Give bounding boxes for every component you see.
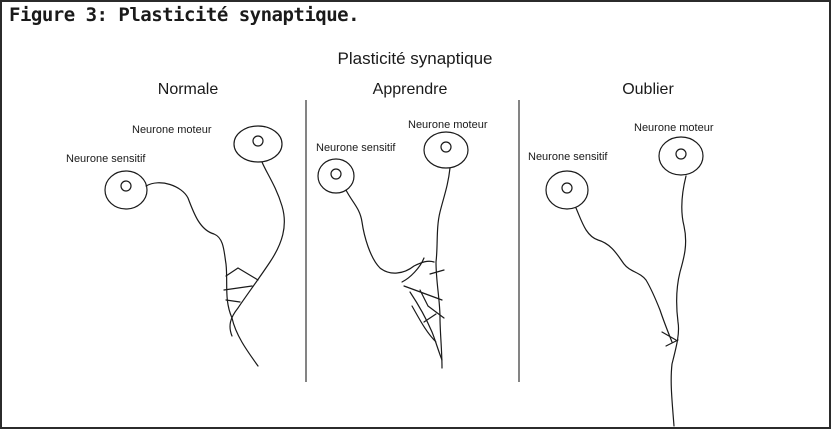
panel-apprendre: Apprendre Neurone moteur Neurone sensiti…: [316, 81, 488, 368]
sensory-neuron-normale: [105, 171, 147, 209]
diagram-title: Plasticité synaptique: [338, 49, 493, 68]
motor-neuron-oublier: [659, 137, 703, 175]
synapse-branches-oublier: [662, 332, 678, 346]
motor-neuron-apprendre: [424, 132, 468, 168]
motor-axon-apprendre: [436, 168, 450, 368]
motor-neuron-label-normale: Neurone moteur: [132, 124, 212, 136]
panel-heading-normale: Normale: [158, 81, 219, 98]
sensory-neuron-label-normale: Neurone sensitif: [66, 153, 146, 165]
panel-heading-oublier: Oublier: [622, 81, 674, 98]
motor-axon-oublier: [671, 176, 686, 426]
synapse-branches-normale: [224, 268, 258, 302]
sensory-axon-oublier: [576, 208, 672, 342]
sensory-neuron-label-apprendre: Neurone sensitif: [316, 142, 396, 154]
sensory-axon-apprendre: [346, 190, 434, 273]
synapse-branches-apprendre: [402, 258, 444, 360]
motor-neuron-normale: [234, 126, 282, 162]
sensory-neuron-label-oublier: Neurone sensitif: [528, 151, 608, 163]
motor-neuron-label-apprendre: Neurone moteur: [408, 119, 488, 131]
panel-normale: Normale Neurone moteur Neurone sensitif: [66, 81, 284, 366]
motor-neuron-label-oublier: Neurone moteur: [634, 122, 714, 134]
motor-axon-normale: [230, 162, 284, 336]
sensory-neuron-oublier: [546, 171, 588, 209]
sensory-axon-normale: [146, 183, 258, 366]
panel-oublier: Oublier Neurone moteur Neurone sensitif: [528, 81, 714, 426]
sensory-neuron-apprendre: [318, 159, 354, 193]
panel-heading-apprendre: Apprendre: [373, 81, 448, 98]
